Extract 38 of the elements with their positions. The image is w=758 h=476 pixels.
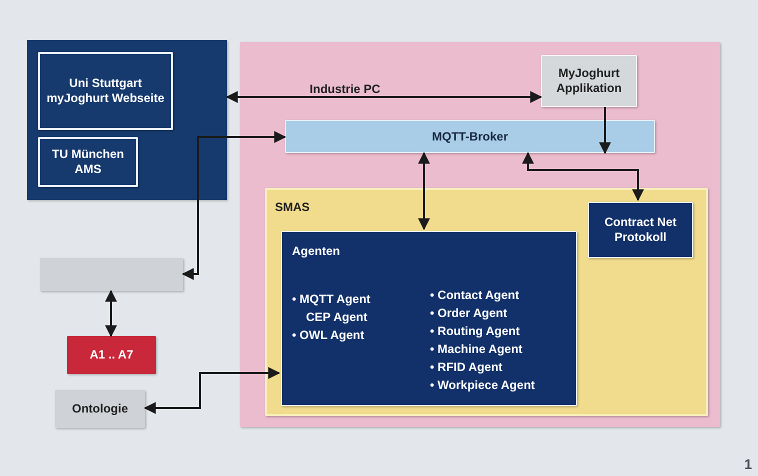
node-label: MQTT-Broker xyxy=(430,129,509,144)
panel-heading: Industrie PC xyxy=(308,82,382,97)
agents-panel xyxy=(281,231,577,406)
slide-number: 1 xyxy=(744,456,752,472)
connector-arrow xyxy=(522,152,644,202)
list-item: • Contact Agent xyxy=(430,287,520,304)
connector-arrow xyxy=(105,290,117,338)
list-item: • RFID Agent xyxy=(430,359,504,376)
list-item: • MQTT Agent CEP Agent xyxy=(292,291,372,326)
connector-arrow xyxy=(226,91,542,103)
connector-arrow xyxy=(599,107,611,154)
node-label: Uni Stuttgart myJoghurt Webseite xyxy=(46,76,166,106)
ontology-box xyxy=(55,390,145,428)
connector-arrow xyxy=(182,131,286,280)
list-item: • Machine Agent xyxy=(430,341,524,358)
connector-arrow xyxy=(144,367,280,414)
device-box xyxy=(40,258,183,291)
site-box xyxy=(38,52,173,130)
list-item: • Order Agent xyxy=(430,305,508,322)
list-item: • Routing Agent xyxy=(430,323,521,340)
institute-box xyxy=(38,137,138,187)
smas-panel xyxy=(265,188,708,416)
panel-heading: Agenten xyxy=(292,244,340,259)
broker-box xyxy=(285,120,655,153)
application-box xyxy=(541,55,637,107)
node-label: A1 .. A7 xyxy=(88,348,134,362)
host-panel xyxy=(240,42,720,427)
node-label: TU München AMS xyxy=(51,147,125,177)
panel-heading: SMAS xyxy=(275,200,311,215)
protocol-box xyxy=(588,202,693,258)
connector-arrow xyxy=(418,152,430,230)
agents-range-box xyxy=(67,336,156,374)
node-label: MyJoghurt Applikation xyxy=(555,66,623,96)
panel xyxy=(27,40,227,200)
node-label: Ontologie xyxy=(71,402,129,416)
list-item: • Workpiece Agent xyxy=(430,377,536,394)
list-item: • OWL Agent xyxy=(292,327,366,344)
node-label: Contract Net Protokoll xyxy=(603,215,678,245)
